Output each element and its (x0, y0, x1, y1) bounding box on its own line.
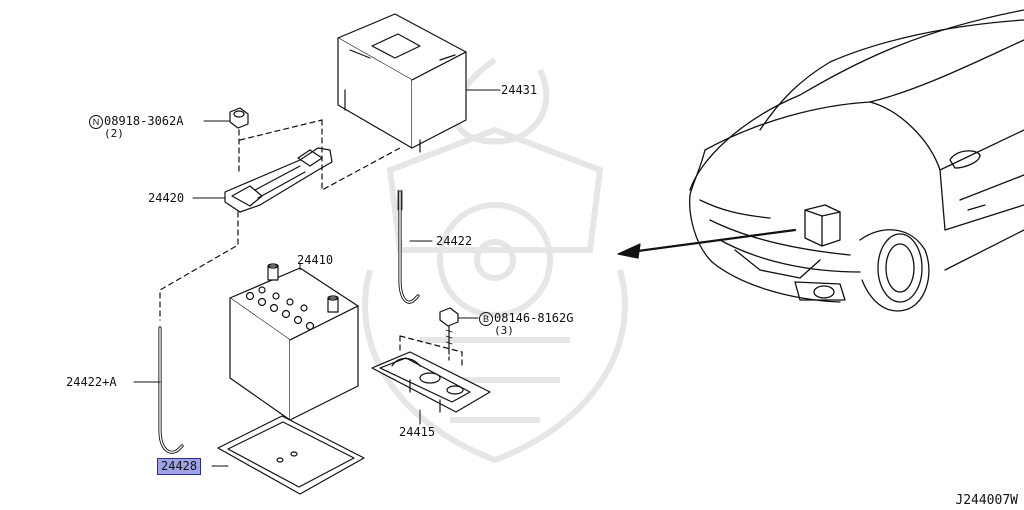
bolt-prefix-badge: B (479, 312, 493, 326)
battery-mat-drawing (211, 415, 365, 495)
part-label-bolt[interactable]: 08146-8162G (494, 311, 574, 325)
location-arrow (617, 228, 797, 259)
diagram-code: J244007W (955, 493, 1018, 508)
nut-quantity: (2) (104, 127, 124, 140)
battery-tray-drawing (371, 335, 491, 425)
part-label-bracket[interactable]: 24420 (148, 191, 185, 205)
bolt-quantity: (3) (494, 324, 514, 337)
part-label-tray[interactable]: 24415 (399, 425, 436, 439)
part-label-rod-a[interactable]: 24422+A (66, 375, 117, 389)
part-label-rod[interactable]: 24422 (436, 234, 473, 248)
nut-drawing (203, 107, 249, 176)
hook-rod-drawing (397, 189, 433, 304)
hook-rod-a-drawing (133, 326, 184, 454)
part-label-cover[interactable]: 24431 (501, 83, 538, 97)
part-label-battery[interactable]: 24410 (297, 253, 334, 267)
watermark-emblem (362, 57, 628, 464)
battery-cover-drawing (337, 13, 501, 153)
nut-prefix-badge: N (89, 115, 103, 129)
bolt-drawing (439, 307, 479, 361)
part-label-nut[interactable]: 08918-3062A (104, 114, 184, 128)
vehicle-outline (689, 9, 1024, 312)
hold-down-bracket-drawing (159, 119, 401, 321)
battery-drawing (229, 263, 359, 421)
part-label-mat-highlighted[interactable]: 24428 (157, 458, 202, 475)
